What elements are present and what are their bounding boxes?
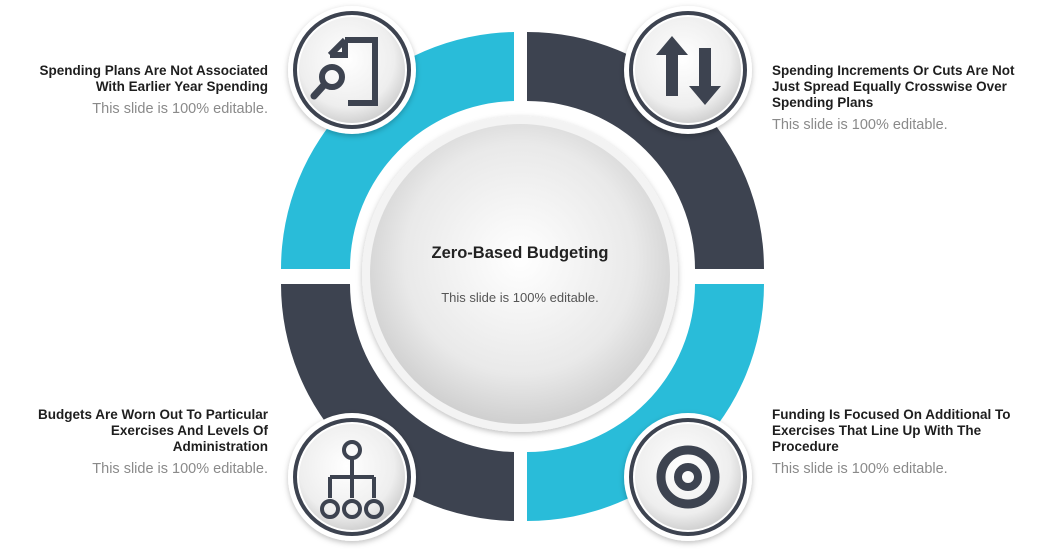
- target-icon: [656, 445, 720, 509]
- item-title: Budgets Are Worn Out To Particular Exerc…: [37, 407, 268, 454]
- center-disc: [370, 124, 670, 424]
- ring-segment-bottom-right: [527, 284, 764, 521]
- ring-segment-top-right: [527, 32, 764, 269]
- label-bottom-right: Funding Is Focused On Additional To Exer…: [772, 407, 1041, 477]
- hierarchy-icon-badge: [288, 413, 416, 541]
- item-title: Funding Is Focused On Additional To Exer…: [772, 407, 1011, 454]
- item-subtitle: This slide is 100% editable.: [92, 461, 268, 477]
- document-search-icon: [310, 37, 378, 106]
- target-icon-badge: [624, 413, 752, 541]
- label-bottom-left: Budgets Are Worn Out To Particular Exerc…: [18, 407, 268, 477]
- hierarchy-icon: [320, 440, 384, 519]
- label-top-right: Spending Increments Or Cuts Are Not Just…: [772, 63, 1041, 133]
- item-title: Spending Increments Or Cuts Are Not Just…: [772, 63, 1015, 110]
- ring-segment-bottom-left: [281, 284, 514, 521]
- center-title: Zero-Based Budgeting: [431, 244, 609, 262]
- center-subtitle: This slide is 100% editable.: [441, 290, 599, 305]
- label-top-left: Spending Plans Are Not Associated With E…: [18, 63, 268, 117]
- item-title: Spending Plans Are Not Associated With E…: [39, 63, 268, 94]
- item-subtitle: This slide is 100% editable.: [772, 461, 948, 477]
- item-subtitle: This slide is 100% editable.: [772, 117, 948, 133]
- up-down-arrows-icon-badge: [624, 6, 752, 134]
- ring-segment-top-left: [281, 32, 514, 269]
- item-subtitle: This slide is 100% editable.: [92, 101, 268, 117]
- up-down-arrows-icon: [656, 36, 721, 105]
- document-search-icon-badge: [288, 6, 416, 134]
